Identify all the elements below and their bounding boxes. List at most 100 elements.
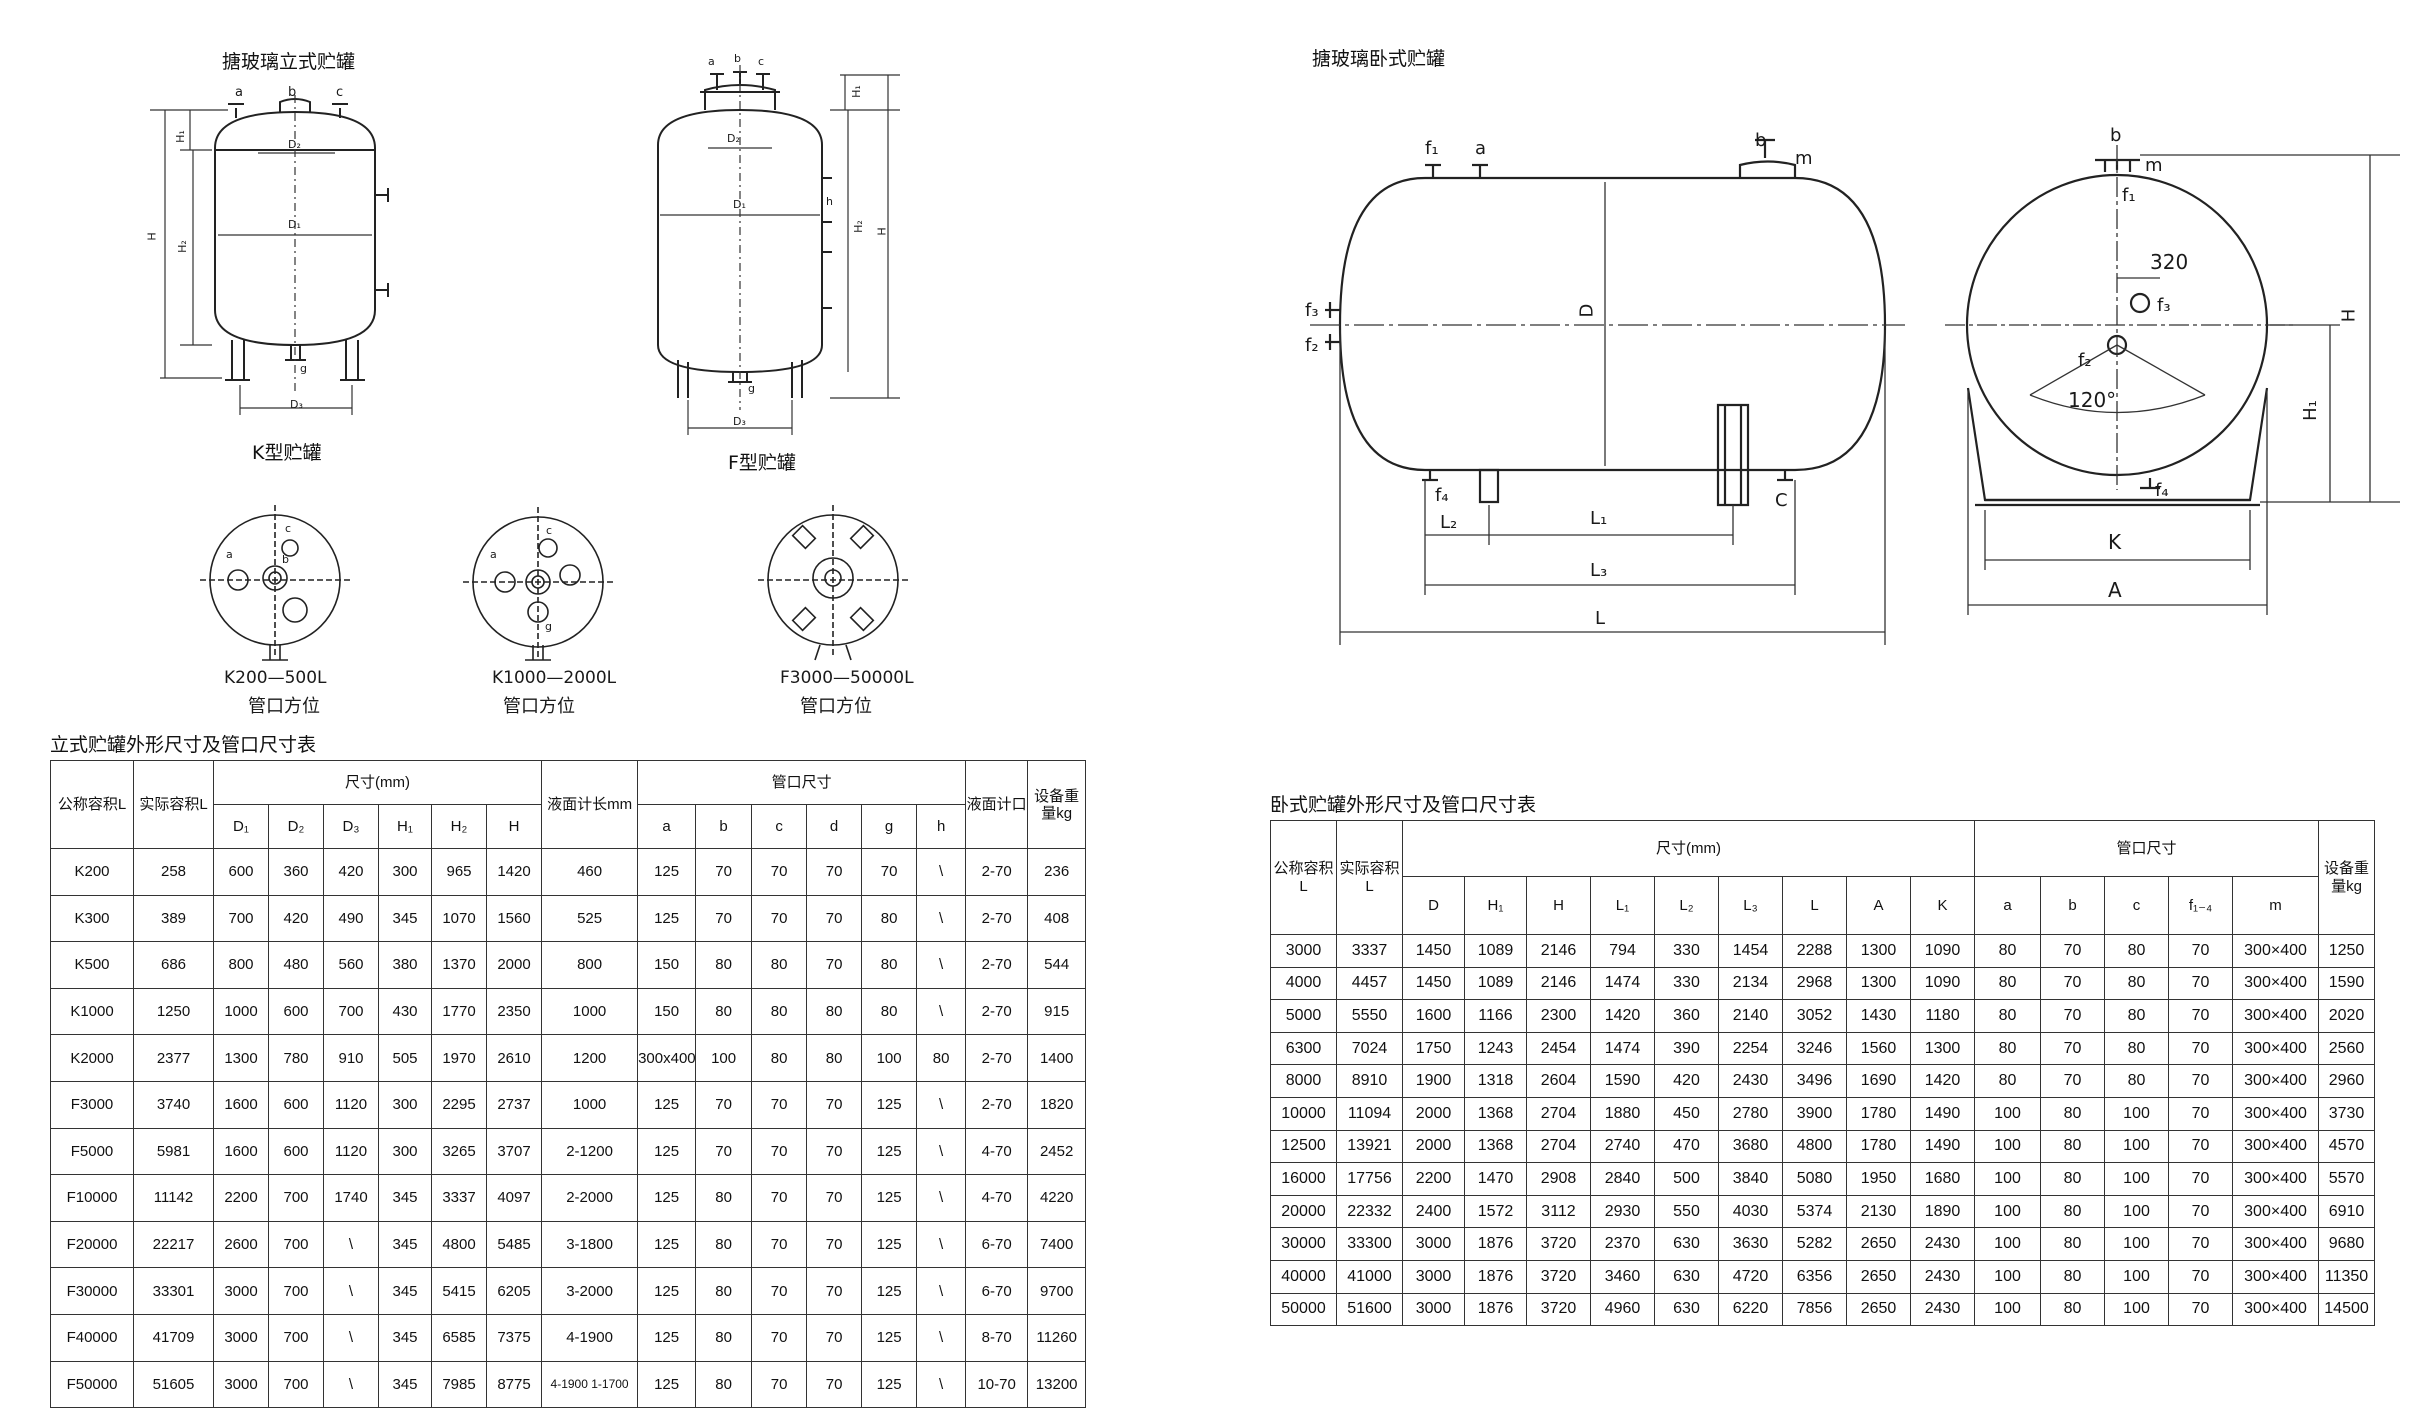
h-label-L: L [1595,608,1606,629]
ht-cell: 2140 [1718,999,1783,1033]
vt-cell: 910 [323,1034,379,1082]
vt-cell: 2200 [213,1174,269,1222]
vt-cell: 258 [133,848,214,896]
h-label-L2: L₂ [1440,512,1458,533]
vt-cell: 70 [751,894,808,943]
ht-cell: 2400 [1402,1194,1465,1229]
ht-cell: 6910 [2318,1194,2376,1229]
ht-cell: 2288 [1782,934,1847,968]
vt-cell: 7400 [1027,1220,1087,1269]
vt-cell: 1600 [213,1080,269,1129]
vt-cell: 70 [751,1127,808,1176]
ht-cell: 14500 [2318,1292,2376,1327]
vt-cell: 125 [637,1174,697,1222]
vt-cell: 1070 [431,894,487,943]
ht-cell: 3630 [1718,1227,1783,1261]
ht-cell: 70 [2168,1129,2234,1164]
ht-cell: 1600 [1402,999,1465,1033]
vt-cell: 5981 [133,1127,214,1176]
vt-cell: 125 [637,1360,697,1408]
ht-cell: 3000 [1402,1259,1465,1294]
ht-cell: 1876 [1464,1259,1527,1294]
h-label-f1: f₁ [1425,138,1439,159]
ht-header-col: L₂ [1654,876,1719,935]
vt-header-col: b [695,804,753,849]
vt-cell: 100 [695,1034,753,1082]
vt-cell: 80 [751,941,808,989]
ht-cell: 4457 [1336,966,1403,1001]
vt-cell: 70 [806,1080,863,1129]
ht-cell: 2430 [1909,1227,1976,1261]
ht-cell: 20000 [1270,1194,1337,1229]
vt-cell: 80 [695,1360,753,1408]
vt-cell: 1000 [541,987,639,1036]
vt-cell: 150 [637,941,697,989]
ht-cell: 1089 [1464,934,1527,968]
vt-cell: 3000 [213,1267,269,1315]
vt-cell: 2737 [485,1080,543,1129]
ht-cell: 2146 [1526,966,1591,1001]
ht-cell: 3680 [1718,1129,1783,1164]
ht-cell: 40000 [1270,1259,1337,1294]
vt-cell: 420 [323,848,379,896]
vt-cell: 4097 [485,1174,543,1222]
vertical-table-title: 立式贮罐外形尺寸及管口尺寸表 [50,734,317,756]
vt-cell: 700 [268,1267,324,1315]
k-label-g: g [300,362,307,375]
ht-cell: 1560 [1846,1031,1911,1066]
vt-cell: 70 [751,1080,808,1129]
vt-cell: 1420 [485,848,543,896]
vt-cell: 1000 [213,987,269,1036]
ht-cell: 1780 [1846,1129,1911,1164]
ht-cell: 22332 [1336,1194,1403,1229]
vt-cell: 125 [637,894,697,943]
ht-cell: 50000 [1270,1292,1337,1327]
vt-cell: 2-70 [965,987,1029,1036]
h-end-label-320: 320 [2150,250,2189,274]
vt-cell: 70 [806,1313,863,1362]
ht-header-col: A [1846,876,1911,935]
vt-cell: K200 [50,848,134,896]
ht-cell: 80 [2040,1096,2106,1131]
vt-cell: \ [916,941,967,989]
ht-cell: 70 [2168,934,2234,968]
vt-cell: F3000 [50,1080,134,1129]
ht-cell: 12500 [1270,1129,1337,1164]
vt-cell: 70 [806,894,863,943]
ht-cell: 360 [1654,999,1719,1033]
vt-cell: 70 [695,848,753,896]
vt-cell: 13200 [1027,1360,1087,1408]
vt-cell: 2600 [213,1220,269,1269]
ht-cell: 300×400 [2232,1259,2320,1294]
ht-cell: 1368 [1464,1096,1527,1131]
vt-cell: 2-70 [965,894,1029,943]
ht-cell: 2000 [1402,1129,1465,1164]
h-end-label-H: H [2338,308,2360,323]
ht-header-col: D [1402,876,1465,935]
vt-cell: 408 [1027,894,1087,943]
ht-cell: 1454 [1718,934,1783,968]
vt-cell: 3707 [485,1127,543,1176]
orient-k2-label-c: c [546,524,553,537]
ht-header-col: L₃ [1718,876,1783,935]
vt-cell: \ [916,1267,967,1315]
vt-cell: 70 [695,1127,753,1176]
vt-cell: 505 [378,1034,432,1082]
h-end-label-A: A [2108,578,2122,602]
ht-cell: 8910 [1336,1064,1403,1098]
ht-cell: 4800 [1782,1129,1847,1164]
h-label-f4: f₄ [1435,485,1449,506]
ht-cell: 7856 [1782,1292,1847,1327]
vt-cell: 700 [268,1360,324,1408]
vt-cell: 4-70 [965,1127,1029,1176]
ht-header-weight: 设备重量kg [2318,820,2376,935]
ht-cell: 80 [1974,934,2042,968]
vt-cell: \ [916,848,967,896]
